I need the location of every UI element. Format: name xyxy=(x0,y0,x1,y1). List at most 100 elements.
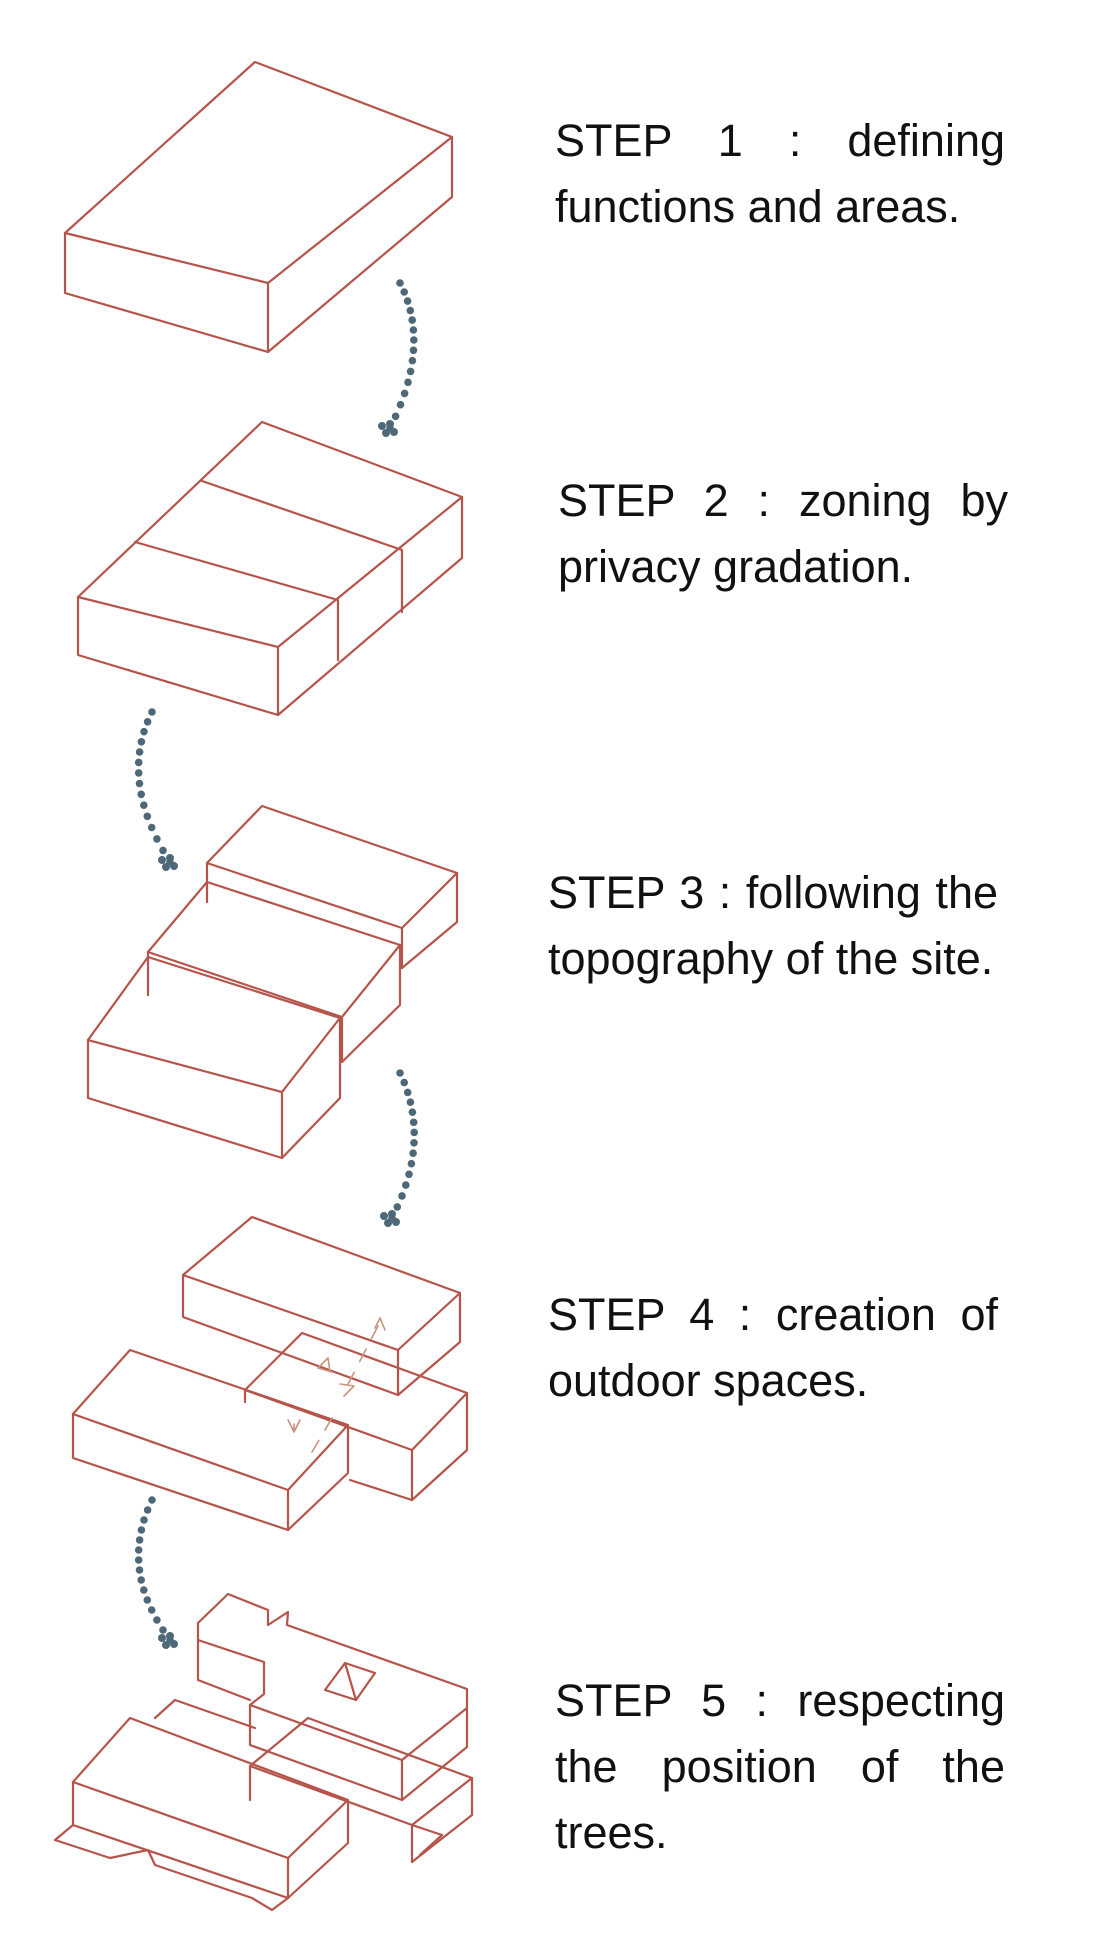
connector-dot xyxy=(137,790,145,799)
connector-dot xyxy=(135,1566,144,1574)
step-4-block-middle xyxy=(243,1331,469,1502)
connector-dot xyxy=(406,306,415,315)
connector-end-dot xyxy=(386,420,394,428)
step-3-terrace-lower xyxy=(86,955,342,1160)
step-4-flow-arrows xyxy=(287,1317,386,1453)
connector-dot xyxy=(148,708,156,716)
connector-end-dot xyxy=(162,1641,170,1649)
connector-dot xyxy=(134,758,143,767)
connector-dot xyxy=(137,738,146,746)
connector-dot xyxy=(404,378,412,387)
step-2-label: STEP 2 : zoning by privacy gradation. xyxy=(558,475,1008,592)
connector-dot xyxy=(391,412,400,421)
connector-dot xyxy=(400,288,409,296)
step-2-block-side xyxy=(276,495,464,717)
connector-dot xyxy=(409,346,418,355)
step-1-block xyxy=(63,60,454,354)
connector-dot xyxy=(134,1556,143,1564)
connector-dot xyxy=(403,1088,412,1097)
connector-end-dot xyxy=(384,1219,392,1227)
connector-dot xyxy=(140,727,148,736)
connector-dot xyxy=(406,1098,415,1106)
connector-dot xyxy=(406,367,415,376)
connector-dot xyxy=(396,1069,404,1077)
step-5-blocks xyxy=(53,1592,474,1912)
step-2-divider-1 xyxy=(200,479,404,614)
arrow-left-icon xyxy=(317,1357,333,1373)
connector-1-2 xyxy=(378,279,418,437)
step-5-block-right xyxy=(248,1716,474,1864)
connector-3-4 xyxy=(380,1069,419,1227)
connector-dot xyxy=(396,279,404,287)
step-1-block-top xyxy=(63,60,454,285)
connector-dot xyxy=(153,1616,161,1624)
step-4-label: STEP 4 : creation of outdoor spaces. xyxy=(548,1289,998,1406)
connector-dot xyxy=(409,326,418,334)
connector-end-dot xyxy=(162,863,170,871)
step-2-block-front xyxy=(76,595,280,717)
step-2-block xyxy=(76,420,464,717)
step-1-block-side xyxy=(266,135,454,354)
step-5-label: STEP 5 : respecting the position of the … xyxy=(555,1675,1005,1858)
connector-dot xyxy=(143,812,152,821)
connector-dot xyxy=(134,1546,143,1554)
connector-end-dot xyxy=(390,428,398,436)
connector-end-dot xyxy=(392,1218,400,1226)
connector-dot xyxy=(400,1078,409,1087)
connector-dot xyxy=(402,1181,410,1189)
connector-dot xyxy=(398,1192,406,1200)
connector-dot xyxy=(410,1139,418,1147)
connector-dot xyxy=(147,823,156,832)
connector-dot xyxy=(407,1159,416,1168)
step-3-terrace-middle xyxy=(146,880,402,1064)
step-3-terrace-upper xyxy=(205,804,459,970)
connector-dot xyxy=(147,1606,156,1614)
connector-dot xyxy=(140,1516,148,1524)
connector-dot xyxy=(409,1118,418,1127)
arrow-up-icon xyxy=(374,1317,386,1331)
connector-dot xyxy=(410,336,418,344)
step-2-block-top xyxy=(76,420,464,649)
connector-end-dot xyxy=(158,1634,166,1642)
connector-dot xyxy=(140,801,148,809)
connector-dot xyxy=(408,1108,417,1116)
connector-end-dot xyxy=(170,1640,178,1648)
connector-dot xyxy=(148,1496,156,1504)
connector-dot xyxy=(408,316,417,324)
step-5-block-upper xyxy=(196,1592,469,1802)
connector-end-dot xyxy=(380,1212,388,1220)
connector-dot xyxy=(135,1536,144,1544)
connector-end-dot xyxy=(166,854,174,862)
step-4-block-left xyxy=(71,1348,350,1532)
connector-dot xyxy=(403,297,412,305)
connector-dot xyxy=(135,748,144,756)
connector-end-dot xyxy=(378,422,386,430)
step-4-blocks xyxy=(71,1215,469,1532)
connector-end-dot xyxy=(158,856,166,864)
step-3-blocks xyxy=(86,804,459,1160)
connector-end-dot xyxy=(388,1210,396,1218)
connector-end-dot xyxy=(382,429,390,437)
connector-dot xyxy=(143,1506,152,1514)
connector-end-dot xyxy=(166,1632,174,1640)
connector-dot xyxy=(409,1149,417,1157)
step-2-divider-2 xyxy=(133,540,340,662)
step-4-block-top xyxy=(181,1215,462,1397)
connector-dot xyxy=(137,1576,145,1584)
connector-4-5 xyxy=(134,1496,178,1649)
step-3-label: STEP 3 : following the topography of the… xyxy=(548,867,998,984)
connector-dot xyxy=(410,1128,419,1137)
step-1-block-front xyxy=(63,231,270,354)
connector-dot xyxy=(408,356,417,365)
connector-dot xyxy=(143,718,152,726)
connector-dot xyxy=(135,779,144,788)
connector-dot xyxy=(137,1526,146,1534)
connector-dot xyxy=(143,1596,152,1604)
step-1-label: STEP 1 : defining functions and areas. xyxy=(555,115,1005,232)
connector-dot xyxy=(396,400,405,409)
connector-dot xyxy=(405,1170,413,1179)
step-5-block-left xyxy=(53,1698,350,1912)
arrow-right-icon xyxy=(339,1383,355,1397)
connector-end-dot xyxy=(170,862,178,870)
